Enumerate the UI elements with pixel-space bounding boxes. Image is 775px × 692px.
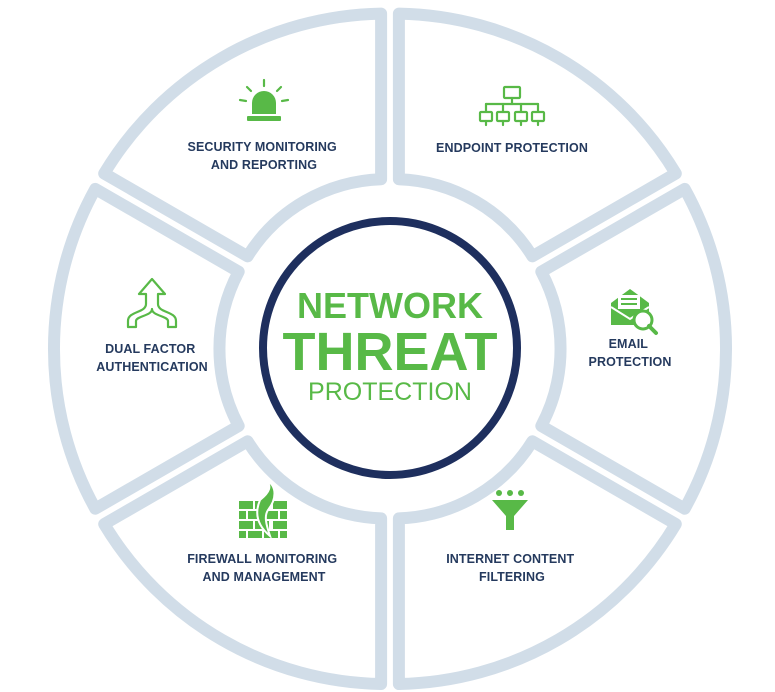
email-search-icon [610, 289, 658, 335]
center-title: NETWORK THREAT PROTECTION [283, 285, 498, 406]
firewall-icon [239, 479, 287, 540]
center-title-threat: THREAT [283, 322, 498, 382]
label-internet-content-filtering: INTERNET CONTENT FILTERING [446, 552, 578, 584]
label-email-protection: EMAIL PROTECTION [589, 337, 672, 369]
segment-dual-factor-authentication [48, 182, 245, 515]
segment-security-monitoring [98, 7, 388, 263]
center-title-protection: PROTECTION [308, 378, 472, 406]
segment-email-protection [535, 182, 732, 515]
segment-firewall-monitoring [98, 435, 388, 690]
center-circle [259, 217, 521, 479]
network-hierarchy-icon [478, 85, 546, 127]
merge-arrow-icon [126, 277, 178, 329]
funnel-filter-icon [492, 490, 528, 530]
label-endpoint-protection: ENDPOINT PROTECTION [436, 141, 588, 155]
segment-endpoint-protection [392, 7, 682, 263]
alarm-siren-icon [238, 78, 290, 121]
center-title-network: NETWORK [297, 285, 483, 326]
label-firewall-monitoring: FIREWALL MONITORING AND MANAGEMENT [187, 552, 341, 584]
label-security-monitoring: SECURITY MONITORING AND REPORTING [188, 140, 341, 172]
segment-ring [48, 7, 732, 690]
segment-internet-content-filtering [392, 435, 682, 690]
label-dual-factor-authentication: DUAL FACTOR AUTHENTICATION [96, 342, 208, 374]
